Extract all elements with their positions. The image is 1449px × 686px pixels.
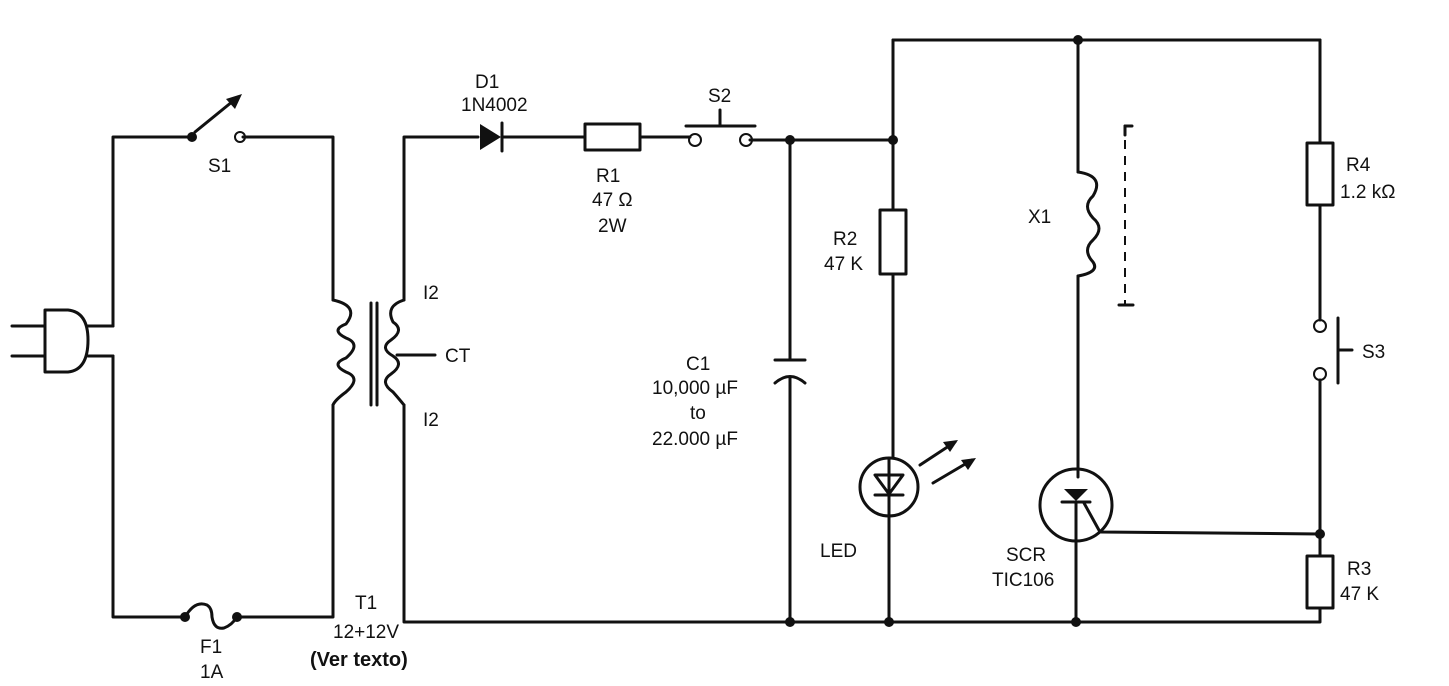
r3-resistor [1305, 554, 1335, 610]
scr-part: TIC106 [992, 570, 1054, 591]
transformer-t1 [331, 298, 437, 407]
r4-resistor [1305, 141, 1335, 207]
junction-dots [785, 35, 1325, 627]
x1-coil [1076, 38, 1135, 479]
winding-top-label: I2 [423, 283, 439, 304]
s1-switch [187, 94, 246, 143]
c1-to: to [690, 403, 706, 424]
t1-note: (Ver texto) [310, 649, 408, 671]
primary-wires [111, 135, 335, 619]
f1-fuse [180, 602, 242, 630]
scr-label: SCR [1006, 545, 1046, 566]
f1-rating: 1A [200, 662, 224, 683]
t1-label: T1 [355, 593, 377, 614]
d1-part: 1N4002 [461, 95, 528, 116]
f1-label: F1 [200, 637, 222, 658]
r4-value: 1.2 kΩ [1340, 182, 1395, 203]
d1-diode [480, 121, 504, 153]
c1-capacitor [773, 138, 807, 624]
s2-label: S2 [708, 86, 731, 107]
c1-value1: 10,000 µF [652, 378, 738, 399]
c1-label: C1 [686, 354, 710, 375]
right-branch [1305, 38, 1354, 610]
r1-label: R1 [596, 166, 620, 187]
winding-bottom-label: I2 [423, 410, 439, 431]
r3-label: R3 [1347, 559, 1371, 580]
led-label: LED [820, 541, 857, 562]
r1-power: 2W [598, 216, 627, 237]
x1-label: X1 [1028, 207, 1051, 228]
scr [1038, 467, 1322, 624]
secondary-wires [402, 38, 1322, 624]
r3-value: 47 K [1340, 584, 1379, 605]
r2-resistor [878, 208, 908, 276]
s3-label: S3 [1362, 342, 1385, 363]
s2-pushbutton [684, 108, 757, 147]
r2-label: R2 [833, 229, 857, 250]
c1-value2: 22.000 µF [652, 429, 738, 450]
d1-label: D1 [475, 72, 499, 93]
s1-label: S1 [208, 156, 231, 177]
led [858, 440, 976, 624]
winding-ct-label: CT [445, 346, 471, 367]
r1-value: 47 Ω [592, 190, 633, 211]
r4-label: R4 [1346, 155, 1371, 176]
r2-value: 47 K [824, 254, 863, 275]
t1-rating: 12+12V [333, 622, 399, 643]
mains-plug [10, 308, 115, 374]
r1-resistor [583, 122, 642, 152]
